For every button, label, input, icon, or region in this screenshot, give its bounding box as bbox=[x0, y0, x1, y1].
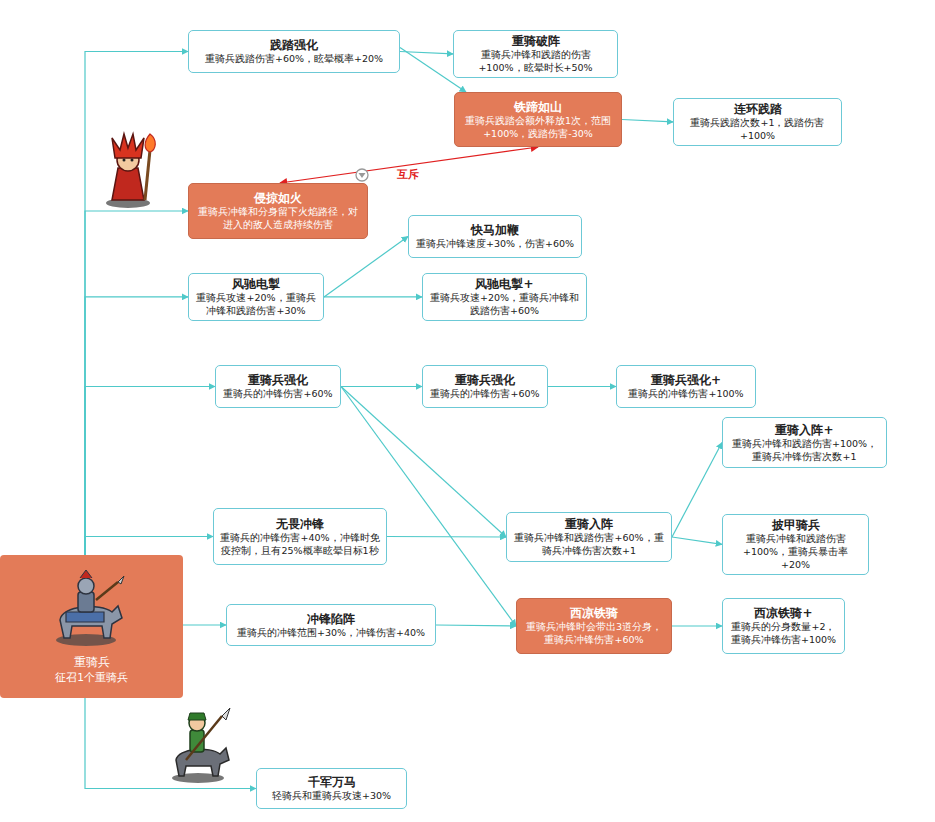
upgrade-arrow bbox=[387, 536, 506, 538]
conflict-icon bbox=[356, 169, 368, 181]
upgrade-arrow bbox=[672, 443, 722, 538]
skill-name: 重骑兵强化 bbox=[455, 372, 515, 388]
upgrade-arrow bbox=[672, 537, 722, 544]
skill-name: 快马加鞭 bbox=[471, 222, 519, 238]
skill-effect: 重骑兵的冲锋伤害+60% bbox=[430, 388, 539, 401]
skill-effect: 重骑兵的冲锋范围+30%，冲锋伤害+40% bbox=[237, 627, 425, 640]
skill-name: 重骑兵强化 bbox=[248, 372, 308, 388]
skill-name: 重骑兵强化+ bbox=[651, 372, 721, 388]
skill-effect: 重骑兵冲锋和分身留下火焰路径，对进入的敌人造成持续伤害 bbox=[195, 206, 361, 232]
skill-effect: 重骑兵冲锋和践踏伤害+60%，重骑兵冲锋伤害次数+1 bbox=[513, 532, 665, 558]
skill-name: 侵掠如火 bbox=[254, 190, 302, 206]
skill-box: 千军万马轻骑兵和重骑兵攻速+30% bbox=[256, 768, 407, 809]
skill-effect: 重骑兵践踏会额外释放1次，范围+100%，践踏伤害-30% bbox=[461, 115, 615, 141]
light-cavalry-illustration bbox=[172, 708, 230, 783]
upgrade-arrow bbox=[672, 625, 722, 626]
upgrade-arrow bbox=[183, 624, 226, 625]
skill-name: 无畏冲锋 bbox=[276, 516, 324, 532]
skill-box: 重骑入阵+重骑兵冲锋和践踏伤害+100%，重骑兵冲锋伤害次数+1 bbox=[722, 417, 887, 468]
upgrade-arrow bbox=[622, 120, 673, 122]
skill-box: 西凉铁骑+重骑兵的分身数量+2，重骑兵冲锋伤害+100% bbox=[722, 598, 845, 654]
skill-name: 披甲骑兵 bbox=[772, 517, 820, 533]
skill-box: 重骑破阵重骑兵冲锋和践踏的伤害+100%，眩晕时长+50% bbox=[453, 30, 618, 78]
upgrade-arrow bbox=[341, 386, 422, 387]
skill-name: 重骑兵 bbox=[74, 654, 110, 670]
upgrade-arrow bbox=[324, 296, 422, 297]
skill-box: 冲锋陷阵重骑兵的冲锋范围+30%，冲锋伤害+40% bbox=[226, 604, 436, 646]
skill-name: 践踏强化 bbox=[270, 37, 318, 53]
skill-effect: 重骑兵冲锋和践踏伤害+100%，重骑兵暴击率+20% bbox=[729, 533, 862, 571]
skill-box: 铁蹄如山重骑兵践踏会额外释放1次，范围+100%，践踏伤害-30% bbox=[454, 92, 622, 147]
skill-box: 风驰电掣重骑兵攻速+20%，重骑兵冲锋和践踏伤害+30% bbox=[188, 273, 324, 321]
skill-effect: 重骑兵的分身数量+2，重骑兵冲锋伤害+100% bbox=[729, 621, 838, 647]
skill-name: 西凉铁骑+ bbox=[754, 605, 812, 621]
skill-name: 连环践踏 bbox=[734, 101, 782, 117]
skill-effect: 重骑兵攻速+20%，重骑兵冲锋和践踏伤害+60% bbox=[429, 292, 580, 318]
upgrade-arrow bbox=[85, 52, 188, 556]
skill-effect: 重骑兵的冲锋伤害+60% bbox=[223, 388, 332, 401]
upgrade-arrow bbox=[85, 537, 213, 556]
skill-name: 西凉铁骑 bbox=[570, 605, 618, 621]
root-unit-box: 重骑兵征召1个重骑兵 bbox=[0, 555, 183, 698]
skill-effect: 重骑兵践踏伤害+60%，眩晕概率+20% bbox=[205, 53, 383, 66]
edge-label: 互斥 bbox=[397, 167, 419, 182]
skill-box: 重骑兵强化重骑兵的冲锋伤害+60% bbox=[422, 365, 548, 408]
skill-name: 重骑破阵 bbox=[512, 33, 560, 49]
skill-effect: 重骑兵冲锋速度+30%，伤害+60% bbox=[416, 238, 574, 251]
skill-name: 铁蹄如山 bbox=[514, 99, 562, 115]
skill-box: 无畏冲锋重骑兵的冲锋伤害+40%，冲锋时免疫控制，且有25%概率眩晕目标1秒 bbox=[213, 508, 387, 565]
skill-name: 重骑入阵 bbox=[565, 516, 613, 532]
skill-box: 践踏强化重骑兵践踏伤害+60%，眩晕概率+20% bbox=[188, 30, 400, 73]
skill-effect: 轻骑兵和重骑兵攻速+30% bbox=[272, 790, 391, 803]
exclusion-arrow bbox=[280, 147, 538, 183]
upgrade-arrow bbox=[85, 297, 188, 555]
skill-effect: 重骑兵冲锋和践踏的伤害+100%，眩晕时长+50% bbox=[460, 49, 611, 75]
upgrade-arrow bbox=[324, 237, 408, 297]
skill-name: 千军万马 bbox=[308, 774, 356, 790]
skill-effect: 重骑兵的冲锋伤害+100% bbox=[628, 388, 743, 401]
skill-name: 风驰电掣+ bbox=[475, 276, 533, 292]
fire-mage-illustration bbox=[106, 134, 155, 208]
skill-effect: 征召1个重骑兵 bbox=[55, 670, 128, 684]
skill-box: 重骑兵强化重骑兵的冲锋伤害+60% bbox=[215, 365, 341, 408]
skill-box: 快马加鞭重骑兵冲锋速度+30%，伤害+60% bbox=[408, 215, 582, 258]
skill-box: 风驰电掣+重骑兵攻速+20%，重骑兵冲锋和践踏伤害+60% bbox=[422, 273, 587, 321]
skill-name: 重骑入阵+ bbox=[775, 422, 833, 438]
skill-effect: 重骑兵冲锋时会带出3道分身，重骑兵冲锋伤害+60% bbox=[523, 621, 665, 647]
upgrade-arrow bbox=[341, 387, 516, 627]
skill-box: 西凉铁骑重骑兵冲锋时会带出3道分身，重骑兵冲锋伤害+60% bbox=[516, 598, 672, 654]
skill-effect: 重骑兵践踏次数+1，践踏伤害+100% bbox=[680, 117, 835, 143]
skill-box: 连环践踏重骑兵践踏次数+1，践踏伤害+100% bbox=[673, 98, 842, 146]
skill-box: 侵掠如火重骑兵冲锋和分身留下火焰路径，对进入的敌人造成持续伤害 bbox=[188, 183, 368, 239]
skill-name: 冲锋陷阵 bbox=[307, 611, 355, 627]
upgrade-arrow bbox=[85, 698, 256, 789]
upgrade-arrow bbox=[85, 211, 188, 555]
skill-effect: 重骑兵冲锋和践踏伤害+100%，重骑兵冲锋伤害次数+1 bbox=[729, 438, 880, 464]
upgrade-arrow bbox=[436, 625, 516, 626]
skill-effect: 重骑兵的冲锋伤害+40%，冲锋时免疫控制，且有25%概率眩晕目标1秒 bbox=[220, 532, 380, 558]
skill-effect: 重骑兵攻速+20%，重骑兵冲锋和践踏伤害+30% bbox=[195, 292, 317, 318]
upgrade-arrow bbox=[548, 386, 616, 387]
skill-box: 重骑兵强化+重骑兵的冲锋伤害+100% bbox=[616, 365, 756, 408]
skill-name: 风驰电掣 bbox=[232, 276, 280, 292]
skill-box: 披甲骑兵重骑兵冲锋和践踏伤害+100%，重骑兵暴击率+20% bbox=[722, 514, 869, 575]
upgrade-arrow bbox=[85, 387, 215, 556]
skill-box: 重骑入阵重骑兵冲锋和践踏伤害+60%，重骑兵冲锋伤害次数+1 bbox=[506, 512, 672, 562]
